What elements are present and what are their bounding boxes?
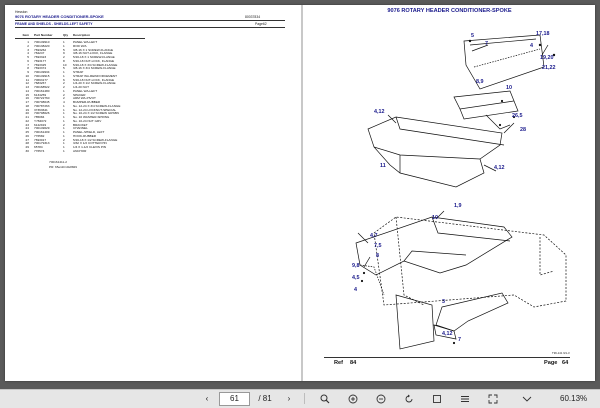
section-subtitle: FRAME AND SHIELDS - SHIELDS-LEFT SAFETY <box>15 22 92 26</box>
callout-24: 7 <box>458 337 461 343</box>
ref-value: 84 <box>350 360 356 366</box>
drawing-left-shield <box>368 117 502 187</box>
drawing-bracket <box>454 91 514 109</box>
page-count: / 81 <box>253 392 277 405</box>
parts-list-page: Hesston 9076 ROTARY HEADER CONDITIONER-S… <box>5 5 300 381</box>
title-rule <box>15 20 285 21</box>
toolbar-separator <box>304 393 305 404</box>
drawing-guard-outline <box>374 217 566 307</box>
subtitle-rule <box>15 27 285 28</box>
menu-icon[interactable] <box>458 392 472 405</box>
callout-14: 1,9 <box>454 203 462 209</box>
page-gutter <box>301 5 303 381</box>
callout-22: 3 <box>442 299 445 305</box>
doc-id: 80037834 <box>245 15 260 19</box>
callout-8: 10 <box>506 85 512 91</box>
ref-label: Ref <box>334 360 343 366</box>
prev-page-button[interactable]: ‹ <box>200 392 214 405</box>
callout-15: 10 <box>432 215 438 221</box>
callout-16: 4,7 <box>370 233 378 239</box>
header-part: Part Number <box>29 33 63 37</box>
zoom-in-icon[interactable] <box>346 392 360 405</box>
callout-7: 8,9 <box>476 79 484 85</box>
page-title: 9076 ROTARY HEADER CONDITIONER-SPOKE <box>15 15 104 19</box>
callout-1: 5 <box>471 33 474 39</box>
callout-18: 8 <box>376 253 379 259</box>
callout-11: 28 <box>520 127 526 133</box>
zoom-level[interactable]: 60.13% <box>560 392 598 405</box>
drawing-pivot-arm <box>436 293 508 331</box>
callout-3: 17,18 <box>536 31 550 37</box>
callout-19: 9,8 <box>352 263 360 269</box>
cell-part: 776574 <box>29 150 63 154</box>
cell-item: 30 <box>15 150 29 154</box>
callout-10: 26,5 <box>512 113 523 119</box>
page-number: 64 <box>562 360 568 366</box>
header-desc: Description <box>73 33 90 37</box>
cell-qty: 1 <box>63 150 73 154</box>
document-spread: Hesston 9076 ROTARY HEADER CONDITIONER-S… <box>5 5 595 381</box>
search-icon[interactable] <box>318 392 332 405</box>
cell-desc: ANCHOR <box>73 150 86 154</box>
callout-13: 4,12 <box>494 165 505 171</box>
callout-21: 4 <box>354 287 357 293</box>
header-qty: Qty <box>63 33 73 37</box>
drawing-page: 9076 ROTARY HEADER CONDITIONER-SPOKE <box>304 5 595 381</box>
footer-rule <box>324 357 570 358</box>
rotate-icon[interactable] <box>402 392 416 405</box>
callout-20: 4,5 <box>352 275 360 281</box>
page-code: Page62 <box>255 22 267 26</box>
exploded-parts-drawing <box>304 5 595 381</box>
page-label: Page <box>544 360 557 366</box>
drawing-side-panel <box>396 295 434 349</box>
zoom-menu-icon[interactable] <box>520 392 534 405</box>
callout-12: 11 <box>380 163 386 169</box>
drawing-code: T96-141 9/1-3 <box>552 351 570 355</box>
footnote-assembly: 700161411-2 <box>49 160 67 164</box>
next-page-button[interactable]: › <box>282 392 296 405</box>
callout-23: 4,12 <box>442 331 453 337</box>
fit-page-icon[interactable] <box>430 392 444 405</box>
callout-9: 4,12 <box>374 109 385 115</box>
callout-6: 21,22 <box>542 65 556 71</box>
callout-17: 7,5 <box>374 243 382 249</box>
callout-4: 4 <box>530 43 533 49</box>
callout-5: 19,20 <box>540 55 554 61</box>
page-number-input[interactable]: 61 <box>219 392 250 406</box>
callout-2: 7 <box>485 41 488 47</box>
zoom-out-icon[interactable] <box>374 392 388 405</box>
footnote-pr: PR: 65e11h10s8829 <box>49 165 77 169</box>
fullscreen-icon[interactable] <box>486 392 500 405</box>
header-item: Item <box>15 33 29 37</box>
viewer-toolbar: ‹ 61 / 81 › 60.13% <box>0 389 600 408</box>
